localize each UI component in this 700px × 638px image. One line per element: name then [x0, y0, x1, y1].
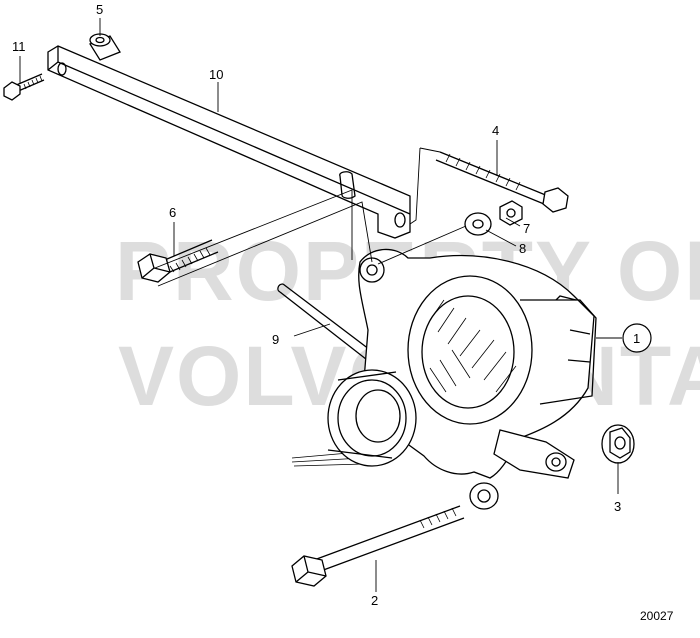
bracket-arm [47, 45, 411, 239]
callout-label-8: 8 [519, 241, 526, 256]
pulley [327, 369, 417, 467]
callout-labels: 5 11 10 4 6 7 8 9 1 3 2 [12, 2, 652, 608]
callout-label-7: 7 [523, 221, 530, 236]
assembly-guides [154, 147, 467, 287]
callout-label-4: 4 [492, 123, 499, 138]
callout-label-11: 11 [12, 39, 26, 54]
figure-id: 20027 [640, 609, 674, 623]
callout-label-10: 10 [209, 67, 223, 82]
spacer-sleeve [89, 33, 121, 61]
long-bolt [435, 151, 569, 213]
alternator [358, 248, 597, 510]
leader-lines [19, 18, 622, 592]
long-hex-bolt [291, 505, 465, 587]
callout-label-1: 1 [633, 331, 640, 346]
callout-label-2: 2 [371, 593, 378, 608]
flange-nut [601, 424, 635, 464]
callout-circle-1 [622, 323, 652, 353]
small-bolt [3, 73, 45, 101]
hex-bolt [137, 239, 219, 283]
callout-label-6: 6 [169, 205, 176, 220]
small-nut [499, 200, 523, 226]
callout-label-3: 3 [614, 499, 621, 514]
callout-label-9: 9 [272, 332, 279, 347]
callout-label-5: 5 [96, 2, 103, 17]
flat-washer [464, 212, 492, 236]
